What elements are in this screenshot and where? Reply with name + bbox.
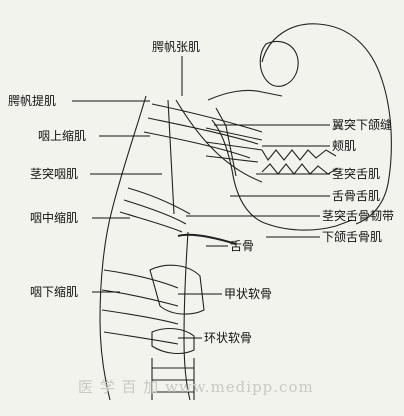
zygomatic-arch (207, 89, 283, 101)
cricoid-shape (151, 327, 195, 355)
label-cricoid-cartilage: 环状软骨 (204, 331, 253, 345)
inferior-constrictor-band (103, 269, 179, 289)
label-pterygomandibular-raphe: 翼突下颌缝 (332, 118, 393, 132)
orbit-outline (259, 40, 299, 87)
pharynx-anterior (183, 231, 191, 401)
buccinator-band (205, 127, 263, 163)
label-stylohyoid-ligament: 茎突舌骨韧带 (322, 209, 395, 223)
watermark: 医 学 百 加 www.medipp.com (78, 378, 314, 396)
label-buccinator: 颊肌 (332, 139, 357, 153)
label-hyoglossus: 舌骨舌肌 (332, 189, 381, 203)
label-inferior-constrictor: 咽下缩肌 (30, 285, 79, 299)
upper-constrictor-band (151, 103, 263, 133)
label-thyroid-cartilage: 甲状软骨 (224, 287, 273, 301)
label-superior-constrictor: 咽上缩肌 (38, 129, 87, 143)
pharynx-posterior (99, 95, 147, 401)
thyroid-shape (149, 264, 205, 315)
hyoid-shape (177, 233, 237, 245)
lower-teeth (261, 163, 339, 175)
label-hyoid-bone: 舌骨 (230, 239, 255, 253)
label-stylopharyngeus: 茎突咽肌 (30, 167, 79, 181)
label-mylohyoid: 下颌舌骨肌 (322, 230, 383, 244)
stylopharyngeus-band (167, 99, 175, 215)
label-styloglossus: 茎突舌肌 (332, 167, 381, 181)
label-levator-veli-palatini: 腭帆提肌 (8, 94, 57, 108)
middle-constrictor-band (127, 187, 191, 215)
styloglossus-band (175, 99, 263, 183)
label-middle-constrictor: 咽中缩肌 (30, 211, 79, 225)
upper-teeth (261, 149, 337, 161)
trachea (151, 358, 195, 400)
skull-outline (261, 23, 392, 225)
label-tensor-veli-palatini: 腭帆张肌 (152, 40, 201, 54)
